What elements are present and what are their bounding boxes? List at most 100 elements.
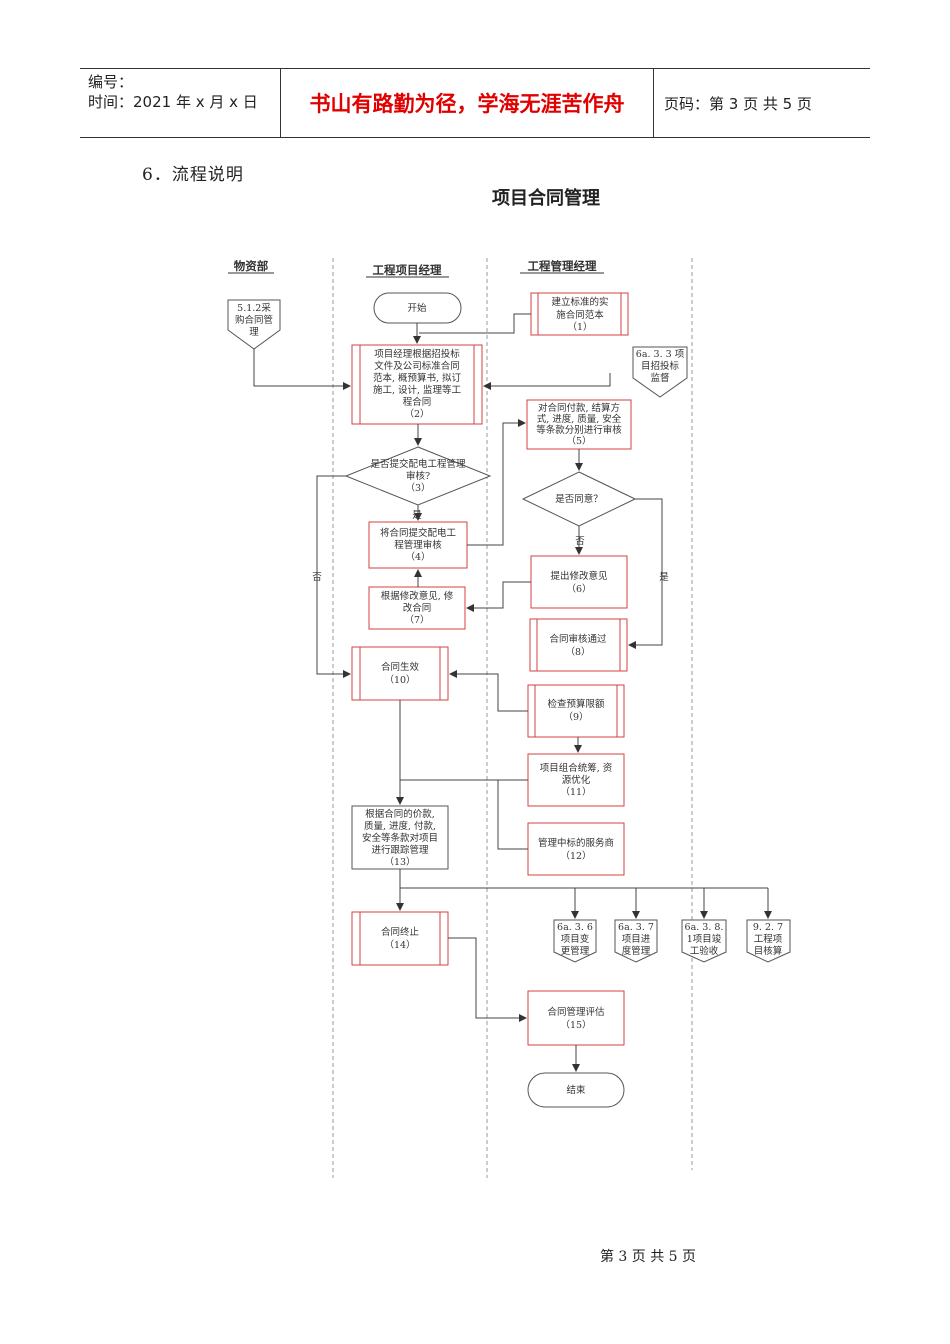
step-2-line-1: 项目经理根据招投标 — [374, 348, 460, 360]
ref-6a33-line-2: 目招投标 — [641, 360, 680, 372]
ref-6a38-line-1: 6a. 3. 8. — [685, 922, 724, 933]
step-4-line-2: 程管理审核 — [394, 539, 442, 551]
decision-3-line-2: 审核? — [406, 470, 430, 482]
step-5-line-1: 对合同付款, 结算方 — [538, 402, 620, 414]
ref-6a38-line-2: 1项目竣 — [687, 933, 722, 945]
step-8-line-1: 合同审核通过 — [549, 633, 607, 645]
step-8-line-2: （8） — [565, 646, 590, 658]
header-table: 编号： 时间：2021 年 x 月 x 日 书山有路勤为径，学海无涯苦作舟 页码… — [80, 68, 870, 138]
step-2-box — [351, 344, 483, 425]
step-11-line-2: 源优化 — [562, 774, 591, 786]
step-9-line-1: 检查预算限额 — [547, 698, 605, 710]
step-1-box — [530, 292, 629, 336]
end-label: 结束 — [566, 1084, 586, 1096]
step-9-line-2: （9） — [563, 711, 588, 723]
edge-label-no-1: 否 — [312, 572, 322, 583]
ref-927-line-2: 工程项 — [754, 934, 783, 945]
edge-label-yes-2: 是 — [659, 572, 669, 583]
page-label: 页码：第 3 页 共 5 页 — [664, 94, 812, 113]
decision-agree-label: 是否同意？ — [555, 493, 603, 505]
step-2-line-4: 施工, 设计, 监理等工 — [373, 384, 462, 396]
step-7-box — [368, 586, 466, 630]
lane-title-project-manager: 工程项目经理 — [373, 263, 442, 277]
step-15-line-2: （15） — [560, 1019, 591, 1031]
step-1-line-2: 施合同范本 — [556, 309, 604, 321]
ref-6a38-shape — [681, 919, 727, 963]
number-label: 编号： — [88, 73, 134, 91]
lane-title-engineering-manager: 工程管理经理 — [528, 259, 597, 273]
step-4-line-1: 将合同提交配电工 — [380, 527, 457, 539]
step-6-box — [530, 555, 628, 609]
step-5-box — [526, 399, 632, 450]
step-10-line-2: （10） — [384, 674, 415, 686]
diagram-title: 项目合同管理 — [492, 188, 600, 209]
ref-6a36-line-2: 项目变 — [561, 933, 590, 945]
step-15-box — [527, 990, 625, 1046]
step-4-box — [368, 521, 468, 569]
ref-6a33-line-1: 6a. 3. 3 项 — [636, 349, 685, 360]
ref-512-line-2: 购合同管 — [235, 314, 273, 326]
time-label: 时间：2021 年 x 月 x 日 — [88, 93, 258, 111]
step-2-line-2: 文件及公司标准合同 — [374, 360, 460, 372]
end-terminal — [527, 1072, 625, 1108]
step-8-box — [529, 618, 628, 672]
ref-6a36-line-3: 更管理 — [561, 945, 590, 957]
ref-6a33-shape — [632, 346, 688, 398]
step-5-line-4: （5） — [566, 435, 591, 447]
ref-512-shape — [227, 299, 281, 350]
step-10-line-1: 合同生效 — [381, 661, 420, 673]
ref-927-line-3: 目核算 — [754, 945, 783, 957]
ref-6a38-line-3: 工验收 — [690, 945, 719, 957]
connectors — [253, 313, 772, 1072]
step-14-line-1: 合同终止 — [381, 926, 420, 938]
decision-3-line-3: （3） — [405, 482, 430, 494]
ref-512-line-3: 理 — [249, 327, 259, 338]
ref-6a33-line-3: 监督 — [650, 372, 669, 384]
step-13-line-3: 安全等条款对项目 — [362, 832, 438, 844]
step-5-line-2: 式, 进度, 质量, 安全 — [537, 413, 622, 425]
step-5-line-3: 等条款分别进行审核 — [536, 424, 622, 436]
ref-512-line-1: 5.1.2采 — [237, 303, 271, 314]
page-footer: 第 3 页 共 5 页 — [599, 1249, 697, 1265]
section-title: 6．流程说明 — [142, 165, 244, 185]
step-1-line-3: （1） — [567, 321, 592, 333]
step-14-box — [351, 911, 449, 966]
step-11-box — [527, 753, 625, 807]
step-10-box — [351, 646, 449, 701]
ref-6a37-line-1: 6a. 3. 7 — [618, 922, 654, 933]
step-13-line-1: 根据合同的价款, — [365, 808, 435, 820]
ref-6a37-line-2: 项目进 — [622, 934, 651, 945]
step-14-line-2: （14） — [384, 939, 415, 951]
step-2-line-3: 范本, 概预算书, 拟订 — [373, 372, 462, 384]
step-7-line-2: 改合同 — [403, 602, 432, 614]
step-6-line-2: （6） — [566, 583, 591, 595]
edge-label-yes-1: 是 — [412, 510, 422, 521]
step-12-line-2: （12） — [560, 850, 591, 862]
step-4-line-3: （4） — [405, 551, 430, 563]
ref-6a37-line-3: 度管理 — [622, 945, 651, 957]
ref-6a36-shape — [553, 919, 597, 963]
step-2-line-6: （2） — [404, 408, 429, 420]
step-1-line-1: 建立标准的实 — [551, 296, 608, 308]
step-12-line-1: 管理中标的服务商 — [538, 837, 614, 849]
header-left-cell: 编号： 时间：2021 年 x 月 x 日 — [80, 69, 281, 137]
step-15-line-1: 合同管理评估 — [547, 1006, 605, 1018]
motto: 书山有路勤为径，学海无涯苦作舟 — [281, 69, 654, 137]
lane-title-materials: 物资部 — [234, 259, 269, 273]
step-7-line-1: 根据修改意见, 修 — [381, 590, 454, 602]
start-label: 开始 — [407, 302, 427, 314]
step-6-line-1: 提出修改意见 — [550, 570, 607, 582]
ref-6a36-line-1: 6a. 3. 6 — [557, 922, 593, 933]
step-13-line-5: （13） — [384, 856, 415, 868]
step-9-box — [527, 684, 625, 738]
ref-6a37-shape — [614, 919, 658, 963]
decision-3-line-1: 是否提交配电工程管理 — [370, 458, 466, 470]
step-2-line-5: 程合同 — [403, 396, 432, 408]
ref-927-shape — [746, 919, 791, 963]
step-13-line-2: 质量, 进度, 付款, — [364, 820, 436, 832]
step-7-line-3: （7） — [404, 614, 429, 626]
ref-927-line-1: 9. 2. 7 — [753, 922, 783, 933]
step-12-box — [527, 822, 625, 876]
edge-label-no-2: 否 — [575, 536, 585, 547]
step-13-line-4: 进行跟踪管理 — [371, 844, 429, 856]
